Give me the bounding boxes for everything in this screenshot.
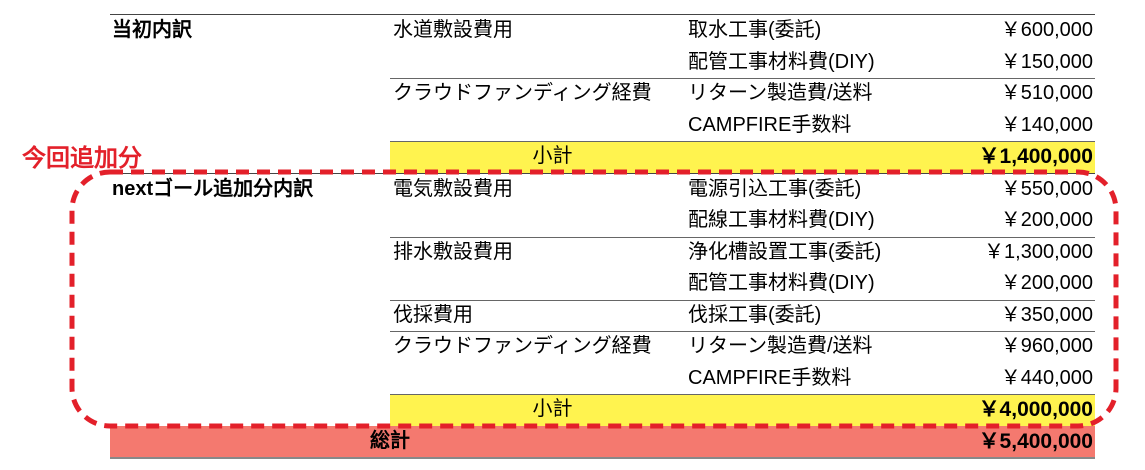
item-amount: ￥510,000 (1000, 82, 1093, 104)
item-label: リターン製造費/送料 (688, 335, 873, 357)
table-row: 配管工事材料費(DIY) ￥150,000 (110, 47, 1095, 79)
annotation-label: 今回追加分 (22, 144, 142, 172)
item-label: 配線工事材料費(DIY) (688, 209, 875, 231)
table-row: クラウドファンディング経費 リターン製造費/送料 ￥960,000 (110, 331, 1095, 363)
category-label: クラウドファンディング経費 (393, 82, 652, 104)
item-label: 伐採工事(委託) (688, 303, 822, 326)
table-row: 当初内訳 水道敷設費用 取水工事(委託) ￥600,000 (110, 14, 1095, 47)
table-row: 配線工事材料費(DIY) ￥200,000 (110, 205, 1095, 237)
item-label: 取水工事(委託) (688, 19, 822, 41)
item-amount: ￥350,000 (1000, 303, 1093, 326)
table-row: クラウドファンディング経費 リターン製造費/送料 ￥510,000 (110, 78, 1095, 110)
subtotal-row: 小計 ￥1,400,000 (110, 141, 1095, 173)
item-amount: ￥140,000 (1000, 113, 1093, 136)
item-amount: ￥1,300,000 (984, 240, 1093, 263)
category-label: 電気敷設費用 (393, 177, 513, 200)
table-row: 排水敷設費用 浄化槽設置工事(委託) ￥1,300,000 (110, 236, 1095, 269)
subtotal-row: 小計 ￥4,000,000 (110, 394, 1095, 426)
table-row: 伐採費用 伐採工事(委託) ￥350,000 (110, 299, 1095, 332)
item-label: CAMPFIRE手数料 (688, 113, 852, 136)
item-amount: ￥960,000 (1000, 335, 1093, 357)
item-amount: ￥600,000 (1000, 19, 1093, 41)
subtotal-amount: ￥1,400,000 (978, 145, 1093, 168)
category-label: 伐採費用 (393, 303, 473, 326)
subtotal-label: 小計 (532, 398, 573, 420)
subtotal-label: 小計 (532, 145, 573, 167)
item-amount: ￥150,000 (1000, 50, 1093, 73)
item-amount: ￥200,000 (1000, 209, 1093, 231)
subtotal-amount: ￥4,000,000 (978, 398, 1093, 421)
section-label: 当初内訳 (112, 19, 192, 41)
item-label: 配管工事材料費(DIY) (688, 50, 875, 73)
item-label: CAMPFIRE手数料 (688, 366, 852, 389)
item-amount: ￥200,000 (1000, 272, 1093, 294)
budget-table: 当初内訳 水道敷設費用 取水工事(委託) ￥600,000 配管工事材料費(DIY) ￥1… (110, 14, 1095, 459)
total-label: 総計 (370, 429, 410, 452)
category-label: 水道敷設費用 (393, 19, 513, 41)
category-label: 排水敷設費用 (393, 240, 513, 263)
table-row: nextゴール追加分内訳 電気敷設費用 電源引込工事(委託) ￥550,000 (110, 172, 1095, 206)
item-amount: ￥440,000 (1000, 366, 1093, 389)
item-label: 浄化槽設置工事(委託) (688, 240, 882, 263)
table-row: CAMPFIRE手数料 ￥140,000 (110, 110, 1095, 142)
table-row: 配管工事材料費(DIY) ￥200,000 (110, 268, 1095, 300)
item-label: 電源引込工事(委託) (688, 177, 862, 200)
total-amount: ￥5,400,000 (978, 429, 1093, 453)
item-amount: ￥550,000 (1000, 177, 1093, 200)
category-label: クラウドファンディング経費 (393, 335, 652, 357)
item-label: 配管工事材料費(DIY) (688, 272, 875, 294)
table-row: CAMPFIRE手数料 ￥440,000 (110, 363, 1095, 395)
item-label: リターン製造費/送料 (688, 82, 873, 104)
total-row: 総計 ￥5,400,000 (110, 425, 1095, 459)
section-label: nextゴール追加分内訳 (112, 177, 314, 200)
